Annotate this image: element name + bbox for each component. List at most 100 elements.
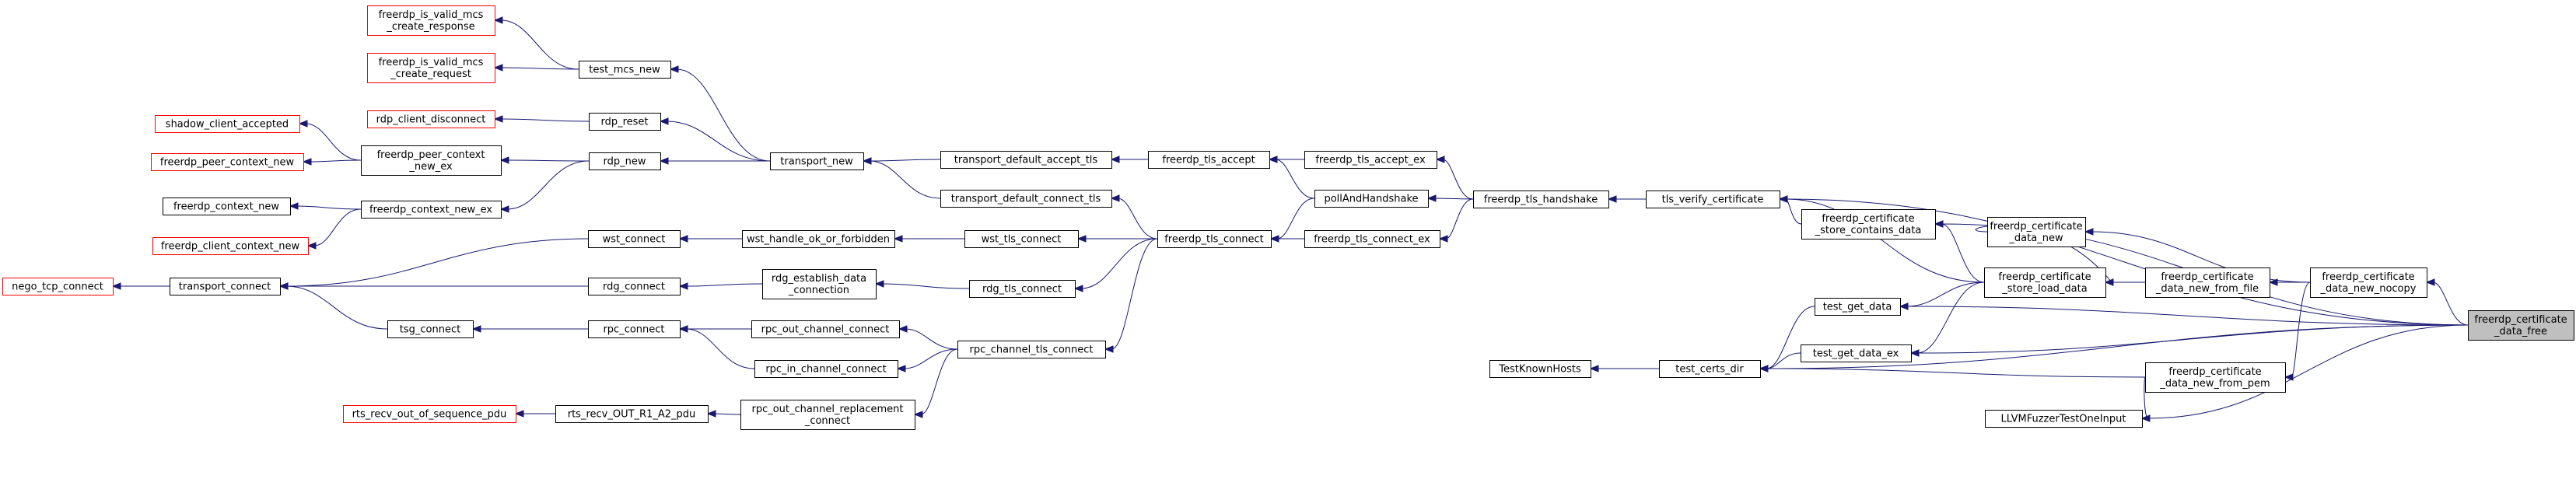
call-edge xyxy=(1275,159,1315,199)
node-box xyxy=(1157,230,1272,248)
graph-node[interactable]: freerdp_is_valid_mcs_create_response xyxy=(367,5,495,36)
graph-node[interactable]: rdg_connect xyxy=(588,278,681,295)
call-edge xyxy=(1785,198,1802,225)
graph-node[interactable]: rdp_new xyxy=(589,152,661,170)
graph-node[interactable]: rdg_establish_data_connection xyxy=(762,269,877,299)
node-box xyxy=(1646,191,1780,208)
graph-node[interactable]: freerdp_certificate_data_new_from_pem xyxy=(2145,362,2286,393)
graph-node[interactable]: freerdp_certificate_data_new_from_file xyxy=(2145,267,2270,298)
node-box xyxy=(740,400,915,430)
graph-node[interactable]: rts_recv_out_of_sequence_pdu xyxy=(343,405,516,423)
graph-node[interactable]: freerdp_tls_connect xyxy=(1157,230,1272,248)
node-label: freerdp_tls_connect xyxy=(1164,234,1264,246)
graph-node[interactable]: transport_default_connect_tls xyxy=(940,190,1112,208)
graph-node[interactable]: freerdp_context_new xyxy=(163,198,291,215)
graph-node[interactable]: nego_tcp_connect xyxy=(2,278,114,295)
call-edge xyxy=(500,67,579,70)
graph-node[interactable]: freerdp_tls_connect_ex xyxy=(1304,230,1440,248)
edge-arrowhead xyxy=(471,325,481,333)
node-box xyxy=(367,110,495,128)
graph-node[interactable]: freerdp_tls_accept_ex xyxy=(1304,151,1437,169)
edge-arrowhead xyxy=(278,282,289,290)
graph-node[interactable]: test_certs_dir xyxy=(1659,360,1761,378)
edge-arrowhead xyxy=(2084,228,2094,236)
graph-node[interactable]: freerdp_client_context_new xyxy=(152,237,309,255)
graph-node[interactable]: rpc_out_channel_replacement_connect xyxy=(740,400,915,430)
edge-arrowhead xyxy=(1104,345,1114,353)
call-edge xyxy=(1766,324,2469,369)
call-edge xyxy=(2147,324,2469,419)
node-label: _data_new_from_pem xyxy=(2159,378,2270,390)
graph-node[interactable]: pollAndHandshake xyxy=(1314,190,1429,208)
node-label: _store_load_data xyxy=(2001,283,2087,295)
node-label: _data_new_from_file xyxy=(2155,283,2259,295)
graph-node[interactable]: freerdp_certificate_store_contains_data xyxy=(1801,209,1936,240)
node-layer: freerdp_is_valid_mcs_create_responsefree… xyxy=(2,5,2574,430)
graph-node[interactable]: freerdp_tls_handshake xyxy=(1473,191,1609,208)
call-edge xyxy=(1785,198,1985,283)
node-label: freerdp_is_valid_mcs xyxy=(379,57,484,68)
node-label: rpc_in_channel_connect xyxy=(765,364,886,376)
edge-arrowhead xyxy=(678,325,688,333)
graph-node[interactable]: LLVMFuzzerTestOneInput xyxy=(1985,410,2143,428)
graph-node[interactable]: wst_handle_ok_or_forbidden xyxy=(742,230,895,248)
edge-arrowhead xyxy=(1076,235,1087,243)
node-box xyxy=(361,201,502,219)
graph-node[interactable]: freerdp_certificate_data_free xyxy=(2468,310,2574,341)
call-edge xyxy=(1080,238,1158,289)
edge-arrowhead xyxy=(1759,365,1769,372)
graph-node[interactable]: transport_default_accept_tls xyxy=(940,151,1112,169)
edge-arrowhead xyxy=(898,325,908,333)
graph-node[interactable]: rpc_in_channel_connect xyxy=(754,360,898,378)
graph-node[interactable]: rpc_connect xyxy=(588,320,681,338)
edge-arrowhead xyxy=(493,64,503,72)
graph-node[interactable]: rpc_out_channel_connect xyxy=(751,320,900,338)
graph-node[interactable]: shadow_client_accepted xyxy=(155,115,300,133)
graph-node[interactable]: freerdp_context_new_ex xyxy=(361,201,502,219)
graph-node[interactable]: rdp_client_disconnect xyxy=(367,110,495,128)
graph-node[interactable]: freerdp_peer_context_new_ex xyxy=(361,145,502,176)
graph-node[interactable]: rts_recv_OUT_R1_A2_pdu xyxy=(555,405,709,423)
graph-node[interactable]: wst_connect xyxy=(588,230,681,248)
graph-node[interactable]: rdg_tls_connect xyxy=(969,280,1076,298)
graph-node[interactable]: freerdp_certificate_data_new_nocopy xyxy=(2310,267,2427,298)
node-label: freerdp_certificate xyxy=(1990,221,2082,233)
node-box xyxy=(969,280,1076,298)
node-box xyxy=(1985,410,2143,428)
graph-node[interactable]: transport_new xyxy=(770,152,864,170)
graph-node[interactable]: freerdp_peer_context_new xyxy=(151,153,304,171)
edge-arrowhead xyxy=(669,65,679,73)
edge-arrowhead xyxy=(874,280,884,288)
node-box xyxy=(555,405,709,423)
edge-arrowhead xyxy=(913,411,923,418)
call-edge xyxy=(296,205,362,210)
call-edge xyxy=(1111,238,1158,350)
graph-node[interactable]: test_mcs_new xyxy=(579,61,671,79)
edge-arrowhead xyxy=(893,235,903,243)
graph-node[interactable]: tls_verify_certificate xyxy=(1646,191,1780,208)
graph-node[interactable]: transport_connect xyxy=(170,278,281,295)
node-label: test_get_data_ex xyxy=(1813,348,1899,360)
node-box xyxy=(1489,360,1591,378)
graph-node[interactable]: test_get_data xyxy=(1815,298,1901,316)
node-label: pollAndHandshake xyxy=(1324,194,1418,205)
node-box xyxy=(1984,267,2106,298)
graph-node[interactable]: TestKnownHosts xyxy=(1489,360,1591,378)
node-box xyxy=(2145,362,2286,393)
graph-node[interactable]: tsg_connect xyxy=(387,320,474,338)
node-box xyxy=(2310,267,2427,298)
node-box xyxy=(1659,360,1761,378)
edge-arrowhead xyxy=(1426,194,1437,202)
node-label: freerdp_certificate xyxy=(1822,213,1914,225)
graph-node[interactable]: rpc_channel_tls_connect xyxy=(957,341,1106,358)
graph-node[interactable]: freerdp_certificate_store_load_data xyxy=(1984,267,2106,298)
graph-node[interactable]: freerdp_is_valid_mcs_create_request xyxy=(367,53,495,83)
graph-node[interactable]: rdp_reset xyxy=(589,113,661,131)
edge-arrowhead xyxy=(1110,156,1120,163)
graph-node[interactable]: freerdp_tls_accept xyxy=(1148,151,1270,169)
graph-node[interactable]: freerdp_certificate_data_new xyxy=(1987,217,2086,247)
graph-node[interactable]: wst_tls_connect xyxy=(964,230,1079,248)
graph-node[interactable]: test_get_data_ex xyxy=(1801,344,1912,362)
edge-arrowhead xyxy=(2425,278,2435,286)
call-edge xyxy=(285,238,589,287)
